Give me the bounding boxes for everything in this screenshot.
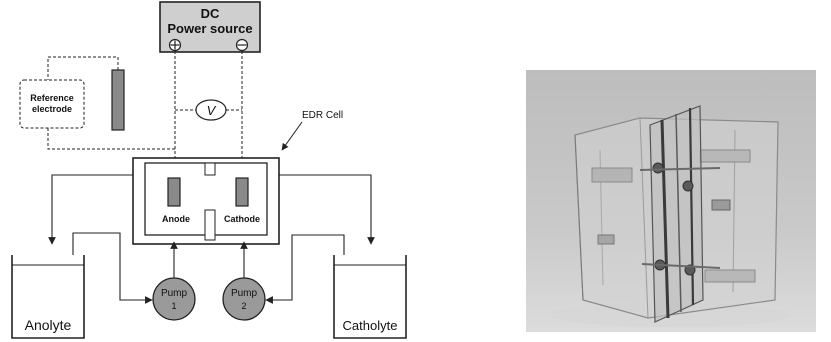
pump-2: Pump 2 xyxy=(223,278,265,320)
pump-1-label: Pump xyxy=(161,288,188,299)
catholyte-tank: Catholyte xyxy=(334,255,406,338)
cathode-electrode xyxy=(236,178,248,206)
pump-2-label: Pump xyxy=(231,288,258,299)
edr-cell-label: EDR Cell xyxy=(302,110,343,121)
pump-1: Pump 1 xyxy=(153,278,195,320)
voltmeter-icon: V xyxy=(196,100,226,120)
reference-electrode-rod xyxy=(112,70,124,130)
power-source-title-1: DC xyxy=(201,6,220,21)
reference-electrode: Reference electrode xyxy=(20,70,124,130)
edr-cell-pointer-arrow xyxy=(282,122,302,150)
anode-label: Anode xyxy=(162,214,190,224)
reference-electrode-label-1: Reference xyxy=(30,93,74,103)
edr-cell-photo xyxy=(526,70,816,332)
power-source-title-2: Power source xyxy=(167,21,252,36)
edr-cell: EDR Cell Anode Cathode xyxy=(133,110,343,244)
pump-1-number: 1 xyxy=(171,301,176,311)
positive-terminal-icon xyxy=(170,40,181,51)
catholyte-label: Catholyte xyxy=(343,318,398,333)
anolyte-tank: Anolyte xyxy=(12,255,84,338)
pump-2-number: 2 xyxy=(241,301,246,311)
reference-electrode-label-2: electrode xyxy=(32,104,72,114)
membrane-top xyxy=(205,163,215,175)
cathode-label: Cathode xyxy=(224,214,260,224)
dc-power-source: DC Power source xyxy=(160,2,260,52)
voltmeter-symbol: V xyxy=(207,103,217,118)
membrane-bottom xyxy=(205,210,215,240)
negative-terminal-icon xyxy=(237,40,248,51)
anolyte-label: Anolyte xyxy=(25,317,72,333)
anode-electrode xyxy=(168,178,180,206)
